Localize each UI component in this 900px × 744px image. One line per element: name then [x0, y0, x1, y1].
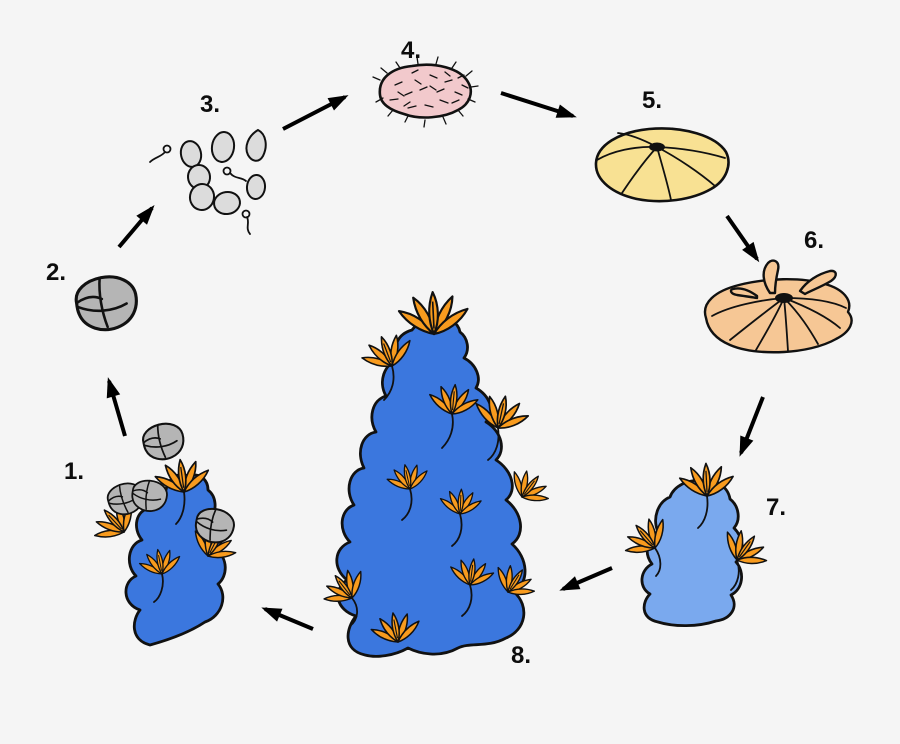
- arrow-1-to-2: [106, 377, 127, 437]
- cycle-arrows: [106, 91, 765, 631]
- stage-7-label: 7.: [766, 494, 787, 521]
- stage-1-label: 1.: [64, 458, 85, 485]
- stage-3-label: 3.: [200, 91, 221, 118]
- arrow-8-to-1: [261, 607, 314, 631]
- stage-4-label: 4.: [401, 37, 422, 64]
- arrow-5-to-6: [725, 214, 760, 263]
- stage-6-label: 6.: [804, 227, 825, 254]
- stage-4-planula-larva-illustration: [372, 56, 479, 128]
- arrow-7-to-8: [559, 566, 613, 591]
- arrow-4-to-5: [500, 91, 577, 118]
- stage-8-mature-colony-illustration: [315, 291, 558, 658]
- stage-5-settling-larva-illustration: [594, 127, 730, 203]
- stage-1-adult-colony-illustration: [84, 419, 244, 647]
- stage-6-metamorphosing-polyp-illustration: [703, 259, 853, 354]
- stage-5-label: 5.: [642, 87, 663, 114]
- stage-3-eggs-and-sperm-illustration: [149, 128, 267, 235]
- arrow-6-to-7: [739, 396, 765, 457]
- stage-2-label: 2.: [46, 259, 67, 286]
- stage-7-juvenile-colony-illustration: [615, 462, 777, 628]
- arrow-2-to-3: [117, 204, 155, 249]
- stage-2-gamete-bundle-illustration: [72, 272, 141, 335]
- arrow-3-to-4: [282, 95, 349, 131]
- stage-8-label: 8.: [511, 642, 532, 669]
- sperm-cells: [149, 144, 251, 235]
